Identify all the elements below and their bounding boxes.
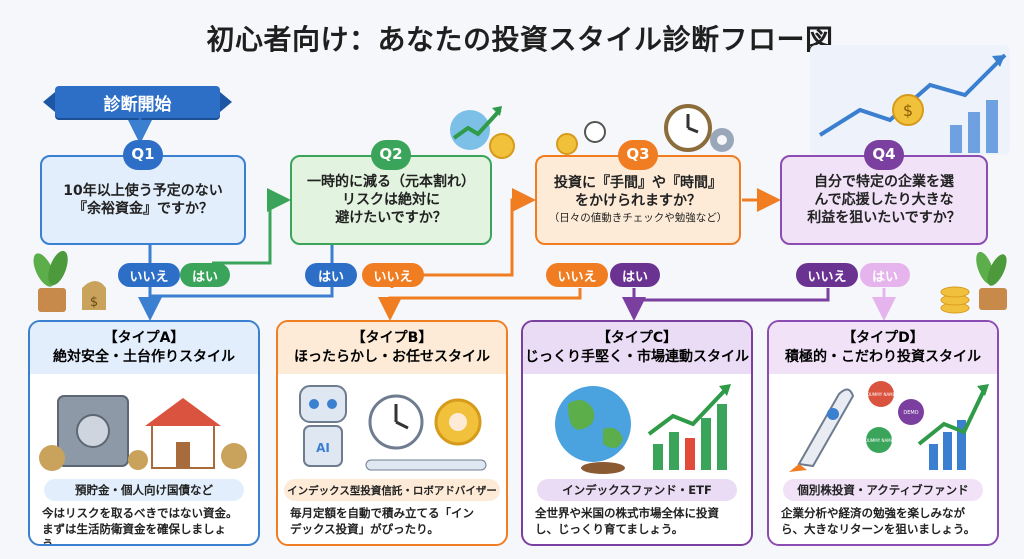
plant-coins-icon: [940, 251, 1007, 314]
coin-growth-icon: [450, 106, 515, 159]
svg-text:$: $: [90, 295, 98, 310]
type-a-desc-line1: 今はリスクを取るべきではない資金。: [42, 506, 238, 520]
type-a-desc-line2: まずは生活防衛資金を確保しましょう。: [42, 521, 226, 546]
question-q4: Q4 自分で特定の企業を選 んで応援したり大きな 利益を狙いたいですか？: [780, 140, 988, 245]
type-b-description: 毎月定額を自動で積み立てる「イン デックス投資」がぴったり。: [290, 506, 494, 537]
type-d-card: 【タイプD】 積極的・こだわり投資スタイル DUMMY NAME DEMO DU…: [767, 320, 999, 546]
plant-money-icon: $: [33, 250, 106, 312]
q1-yes-pill: はい: [180, 263, 230, 287]
type-a-product: 預貯金・個人向け国債など: [44, 479, 244, 501]
demo-label: DEMO: [903, 410, 918, 416]
q3-note: （日々の値動きチェックや勉強など）: [548, 212, 728, 225]
question-q1: Q1 10年以上使う予定のない 『余裕資金』ですか？: [40, 140, 246, 245]
type-c-card: 【タイプC】 じっくり手堅く・市場連動スタイル インデックスファンド・ETF 全…: [521, 320, 753, 546]
type-d-desc-line1: 企業分析や経済の勉強を楽しみなが: [781, 506, 965, 520]
type-c-product: インデックスファンド・ETF: [537, 479, 737, 501]
q3-no-pill: いいえ: [546, 263, 608, 287]
q1-line2: 『余裕資金』ですか？: [73, 201, 213, 217]
chart-decoration-icon: $: [810, 45, 1010, 155]
q4-line2: んで応援したり大きな: [814, 191, 954, 208]
type-b-title: 【タイプB】: [351, 330, 433, 347]
q3-yes-pill: はい: [610, 263, 660, 287]
q2-no-pill: いいえ: [362, 263, 424, 287]
type-d-desc-line2: ら、大きなリターンを狙いましょう。: [781, 521, 976, 536]
type-b-product: インデックス型投資信託・ロボアドバイザー: [284, 479, 500, 501]
q1-no-pill: いいえ: [118, 263, 180, 287]
q2-yes-pill: はい: [305, 263, 357, 287]
type-b-desc-line2: デックス投資」がぴったり。: [290, 521, 439, 536]
q4-badge: Q4: [864, 140, 904, 170]
type-a-title: 【タイプA】: [103, 330, 185, 347]
type-c-subtitle: じっくり手堅く・市場連動スタイル: [525, 349, 749, 365]
q2-line1: 一時的に減る（元本割れ）: [307, 173, 475, 190]
q3-badge: Q3: [618, 140, 658, 170]
type-b-card: 【タイプB】 ほったらかし・お任せスタイル AI インデックス型投資信託・ロボア…: [276, 320, 508, 546]
q3-line2: をかけられますか？: [575, 193, 701, 210]
q4-line3: 利益を狙いたいですか？: [807, 210, 961, 227]
type-a-illustration: [30, 374, 258, 479]
q3-line1: 投資に『手間』や『時間』: [554, 174, 722, 191]
type-c-title: 【タイプC】: [596, 330, 678, 347]
rocket-stocks-icon: DUMMY NAME DEMO DUMMY NAME: [789, 381, 989, 472]
q4-no-pill: いいえ: [796, 263, 858, 287]
type-c-header: 【タイプC】 じっくり手堅く・市場連動スタイル: [523, 322, 751, 374]
type-d-subtitle: 積極的・こだわり投資スタイル: [785, 349, 981, 365]
q4-yes-pill: はい: [860, 263, 910, 287]
type-b-header: 【タイプB】 ほったらかし・お任せスタイル: [278, 322, 506, 374]
type-b-illustration: AI: [278, 374, 506, 479]
clock-gear-icon: [664, 104, 734, 152]
start-label: 診断開始: [103, 94, 172, 115]
dummy-label-2: DUMMY NAME: [865, 438, 894, 443]
svg-text:$: $: [903, 101, 913, 120]
question-q2: Q2 一時的に減る（元本割れ） リスクは絶対に 避けたいですか？: [290, 140, 492, 245]
coin-icon: [556, 121, 606, 155]
type-a-header: 【タイプA】 絶対安全・土台作りスタイル: [30, 322, 258, 374]
question-q3: Q3 投資に『手間』や『時間』 をかけられますか？ （日々の値動きチェックや勉強…: [535, 140, 741, 245]
type-c-desc-line1: 全世界や米国の株式市場全体に投資: [535, 506, 719, 520]
type-d-title: 【タイプD】: [842, 330, 924, 347]
q2-line2: リスクは絶対に: [342, 191, 440, 208]
safe-house-icon: [39, 395, 247, 471]
type-d-header: 【タイプD】 積極的・こだわり投資スタイル: [769, 322, 997, 374]
globe-growth-icon: [555, 384, 731, 474]
type-c-desc-line2: し、じっくり育てましょう。: [535, 521, 684, 536]
type-d-product: 個別株投資・アクティブファンド: [783, 479, 983, 501]
robot-ai-label: AI: [316, 441, 330, 455]
page-title: 初心者向け：あなたの投資スタイル診断フロー図: [206, 23, 834, 56]
q2-badge: Q2: [371, 140, 411, 170]
type-c-description: 全世界や米国の株式市場全体に投資 し、じっくり育てましょう。: [535, 506, 739, 537]
type-c-illustration: [523, 374, 751, 479]
q1-badge: Q1: [123, 140, 163, 170]
type-b-subtitle: ほったらかし・お任せスタイル: [294, 349, 490, 365]
start-banner: 診断開始: [43, 86, 232, 118]
type-a-description: 今はリスクを取るべきではない資金。 まずは生活防衛資金を確保しましょう。: [42, 506, 246, 546]
type-d-description: 企業分析や経済の勉強を楽しみなが ら、大きなリターンを狙いましょう。: [781, 506, 985, 537]
robot-clock-icon: AI: [299, 385, 487, 471]
type-a-card: 【タイプA】 絶対安全・土台作りスタイル 預貯金・個人向け国債など 今はリスクを…: [28, 320, 260, 546]
type-b-desc-line1: 毎月定額を自動で積み立てる「イン: [290, 506, 474, 520]
type-d-illustration: DUMMY NAME DEMO DUMMY NAME: [769, 374, 997, 479]
q1-line1: 10年以上使う予定のない: [63, 182, 223, 199]
dummy-label-1: DUMMY NAME: [867, 392, 896, 397]
q4-line1: 自分で特定の企業を選: [814, 173, 954, 190]
q2-line3: 避けたいですか？: [335, 210, 447, 227]
type-a-subtitle: 絶対安全・土台作りスタイル: [53, 349, 235, 365]
